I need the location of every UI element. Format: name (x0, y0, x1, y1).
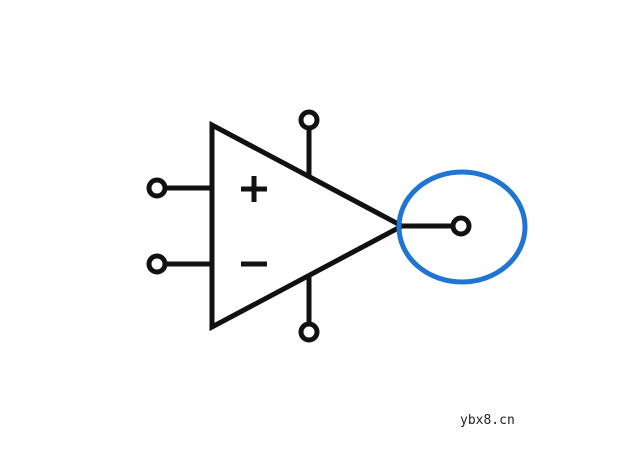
negative-supply-terminal (298, 321, 320, 343)
watermark: ybx8.cn (460, 413, 515, 428)
plus-sign (241, 176, 267, 202)
output-highlight-ellipse (396, 169, 528, 285)
inverting-input-terminal (146, 253, 168, 275)
output-terminal (450, 215, 472, 237)
positive-supply-terminal (298, 109, 320, 131)
noninverting-input-terminal (146, 177, 168, 199)
